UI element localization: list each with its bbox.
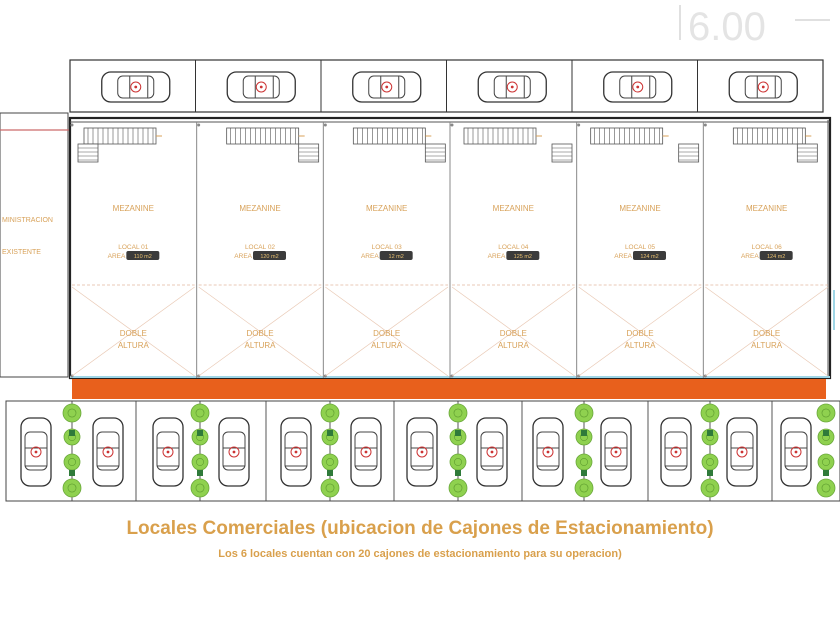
- tree-planter: [574, 403, 594, 498]
- parked-car-top-4: [477, 71, 547, 103]
- parked-car-top-5: [603, 71, 673, 103]
- mezzanine-label: MEZANINE: [239, 204, 280, 213]
- local-unit: MEZANINE LOCAL 04 AREA 125 m2 DOBLE ALTURA: [449, 122, 575, 378]
- parked-car-bottom-3: [152, 417, 184, 487]
- local-name: LOCAL 03: [372, 244, 402, 251]
- local-unit: MEZANINE LOCAL 03 AREA 12 m2 DOBLE ALTURA: [322, 122, 449, 378]
- tree-planter: [190, 403, 210, 498]
- area-badge: [253, 251, 286, 260]
- double-height-label-2: ALTURA: [751, 341, 783, 350]
- local-unit: MEZANINE LOCAL 05 AREA 124 m2 DOBLE ALTURA: [576, 122, 702, 378]
- tree-planter: [700, 403, 720, 498]
- area-label: AREA: [614, 253, 632, 260]
- staircase: [732, 127, 818, 163]
- double-height-label-2: ALTURA: [245, 341, 277, 350]
- parked-car-bottom-12: [726, 417, 758, 487]
- local-name: LOCAL 06: [752, 244, 782, 251]
- area-badge: [506, 251, 540, 260]
- caption-title: Locales Comerciales (ubicacion de Cajone…: [126, 518, 714, 539]
- double-height-label-2: ALTURA: [371, 341, 403, 350]
- caption-subtitle: Los 6 locales cuentan con 20 cajones de …: [218, 548, 622, 560]
- parked-car-bottom-13: [780, 417, 812, 487]
- area-value: 124 m2: [640, 254, 658, 260]
- sidewalk-band: [72, 379, 826, 399]
- parked-car-top-1: [101, 71, 171, 103]
- local-unit: MEZANINE LOCAL 02 AREA 120 m2 DOBLE ALTURA: [196, 122, 322, 378]
- parked-car-bottom-2: [92, 417, 124, 487]
- mezzanine-label: MEZANINE: [113, 204, 154, 213]
- parked-car-bottom-6: [350, 417, 382, 487]
- area-label: AREA: [234, 253, 252, 260]
- double-height-label: DOBLE: [753, 329, 780, 338]
- mezzanine-label: MEZANINE: [746, 204, 787, 213]
- bottom-parking-strip: [5, 400, 840, 502]
- mezzanine-label: MEZANINE: [619, 204, 660, 213]
- double-height-label: DOBLE: [626, 329, 653, 338]
- area-badge: [759, 251, 793, 260]
- staircase: [463, 127, 573, 163]
- local-name: LOCAL 04: [498, 244, 528, 251]
- local-unit: MEZANINE LOCAL 01 AREA 110 m2 DOBLE ALTURA: [70, 123, 195, 378]
- staircase: [352, 127, 446, 163]
- local-name: LOCAL 01: [118, 244, 148, 251]
- area-label: AREA: [488, 253, 506, 260]
- existing-building-label-top: MINISTRACION: [2, 217, 53, 224]
- existing-building-label-bottom: EXISTENTE: [2, 249, 41, 256]
- staircase: [77, 127, 162, 163]
- parked-car-bottom-4: [218, 417, 250, 487]
- area-value: 125 m2: [514, 254, 532, 260]
- mezzanine-label: MEZANINE: [493, 204, 534, 213]
- tree-planter: [816, 403, 836, 498]
- parked-car-bottom-1: [20, 417, 52, 487]
- floor-plan: 6.00 MINISTRACION EXISTENTE MEZANINE LOCA…: [0, 5, 840, 502]
- area-label: AREA: [741, 253, 759, 260]
- parked-car-bottom-9: [532, 417, 564, 487]
- double-height-label-2: ALTURA: [625, 341, 657, 350]
- tree-planter: [320, 403, 340, 498]
- local-name: LOCAL 02: [245, 244, 275, 251]
- parked-car-bottom-5: [280, 417, 312, 487]
- parked-car-bottom-8: [476, 417, 508, 487]
- double-height-label: DOBLE: [246, 329, 273, 338]
- staircase: [226, 127, 320, 163]
- existing-building: [0, 112, 69, 378]
- tree-planter: [62, 403, 82, 498]
- double-height-label-2: ALTURA: [118, 341, 150, 350]
- area-badge: [633, 251, 666, 260]
- double-height-label: DOBLE: [373, 329, 400, 338]
- staircase: [590, 127, 700, 163]
- area-badge: [379, 251, 413, 260]
- area-value: 124 m2: [767, 254, 785, 260]
- area-label: AREA: [108, 253, 126, 260]
- tree-planter: [448, 403, 468, 498]
- area-value: 12 m2: [389, 254, 404, 260]
- area-value: 120 m2: [260, 254, 278, 260]
- local-unit: MEZANINE LOCAL 06 AREA 124 m2 DOBLE ALTURA: [702, 122, 829, 378]
- double-height-label-2: ALTURA: [498, 341, 530, 350]
- area-badge: [126, 251, 160, 260]
- mezzanine-label: MEZANINE: [366, 204, 407, 213]
- double-height-label: DOBLE: [500, 329, 527, 338]
- local-name: LOCAL 05: [625, 244, 655, 251]
- dimension-label: 6.00: [688, 5, 766, 49]
- parked-car-bottom-10: [600, 417, 632, 487]
- parked-car-top-3: [352, 71, 422, 103]
- double-height-label: DOBLE: [120, 329, 147, 338]
- parked-car-bottom-7: [406, 417, 438, 487]
- parked-car-top-2: [226, 71, 296, 103]
- parked-car-bottom-11: [660, 417, 692, 487]
- area-label: AREA: [361, 253, 379, 260]
- area-value: 110 m2: [134, 254, 152, 260]
- parked-car-top-6: [728, 71, 798, 103]
